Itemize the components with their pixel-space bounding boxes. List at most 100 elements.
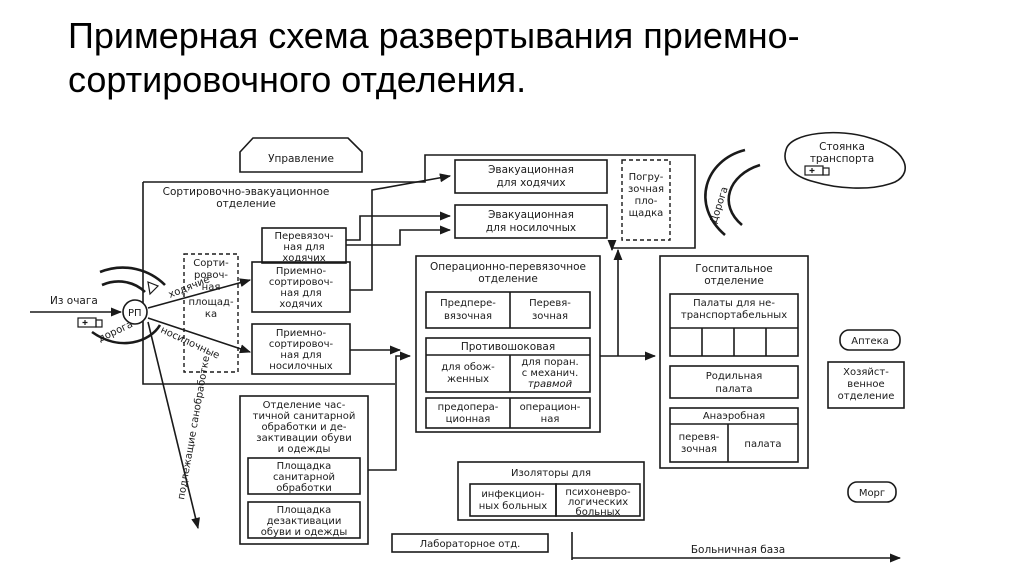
management-label: Управление	[268, 153, 334, 165]
sorting-area-label-3: ная	[202, 282, 221, 293]
reception-walking-label-2: сортировоч-	[269, 277, 334, 288]
loading-label-2: зочная	[628, 184, 664, 195]
san-area-label-3: обработки	[276, 483, 331, 494]
flag-icon	[147, 281, 160, 296]
sorting-area-label-4: площад-	[188, 297, 234, 308]
loading-label-3: пло-	[635, 196, 658, 207]
anaerobic-ward-label: палата	[744, 439, 781, 450]
evac-stretcher-label-2: для носилочных	[486, 222, 576, 234]
laboratory-label: Лабораторное отд.	[420, 539, 521, 550]
loading-label-1: Погру-	[629, 172, 664, 183]
decon-area-label-2: дезактивации	[267, 516, 342, 527]
page-title: Примерная схема развертывания приемно- с…	[68, 14, 968, 102]
san-area-label-1: Площадка	[277, 461, 332, 472]
reception-walking-label-4: ходячих	[279, 299, 322, 310]
sorting-area-label-1: Сорти-	[193, 258, 229, 269]
dressing-walking-room: Перевязоч- ная для ходячих	[261, 227, 347, 264]
morgue-label: Морг	[859, 488, 885, 499]
reception-walking-label-3: ная для	[280, 288, 321, 299]
burns-label-1: для обож-	[441, 362, 495, 373]
psych-label-3: больных	[576, 507, 621, 518]
nontransport-label-2: транспортабельных	[681, 310, 787, 321]
parking-label-1: Стоянка	[819, 141, 865, 153]
pharmacy: Аптека	[839, 329, 901, 351]
morgue: Морг	[847, 481, 897, 503]
sorting-area-label-2: ровоч-	[194, 270, 228, 281]
reception-stretcher-room: Приемно- сортировоч- ная для носилочных	[251, 323, 351, 375]
operating-dept-label-1: Операционно-перевязочное	[430, 261, 586, 273]
reception-walking-room: Приемно- сортировоч- ная для ходячих	[251, 261, 351, 313]
from-source-label: Из очага	[50, 295, 98, 307]
pre-dressing-label-1: Предпере-	[440, 298, 496, 309]
hospital-dept-label-1: Госпитальное	[695, 263, 773, 275]
op-room-label-2: ная	[541, 414, 560, 425]
reception-stretcher-label-3: ная для	[280, 350, 321, 361]
hospital-base-label: Больничная база	[691, 544, 785, 556]
hospital-dept-label-2: отделение	[704, 275, 764, 287]
sanitation-label-5: и одежды	[278, 444, 331, 455]
dressing-label-1: Перевя-	[529, 298, 571, 309]
maternity-label-2: палата	[715, 384, 752, 395]
hospital-department: Госпитальное отделение Палаты для не- тр…	[659, 255, 809, 469]
sanitation-label-2: тичной санитарной	[253, 411, 356, 422]
preop-label-1: предопера-	[438, 402, 499, 413]
isolation-department: Изоляторы для инфекцион- ных больных пси…	[457, 461, 645, 521]
loading-label-4: щадка	[629, 208, 664, 219]
evac-stretcher-room: Эвакуационная для носилочных	[454, 204, 608, 239]
dressing-walking-label-2: ная для	[283, 242, 324, 253]
sorting-evac-label-2: отделение	[216, 198, 276, 210]
trauma-label-2: с механич.	[522, 368, 579, 379]
trauma-label-1: для поран.	[521, 357, 578, 368]
sanitation-arrow	[147, 321, 200, 530]
title-line-1: Примерная схема развертывания приемно-	[68, 15, 800, 56]
sanitation-label-1: Отделение час-	[263, 400, 346, 411]
road-top-arc: Дорога	[704, 148, 761, 236]
anaerobic-label: Анаэробная	[703, 411, 765, 422]
walking-arrow	[147, 278, 252, 309]
anaerobic-dressing-label-1: перевя-	[679, 432, 720, 443]
reception-walking-label-1: Приемно-	[276, 266, 327, 277]
san-area-label-2: санитарной	[273, 472, 335, 483]
ambulance-icon-entrance	[77, 317, 103, 328]
rp-circle	[122, 299, 148, 325]
household-label-1: Хозяйст-	[843, 367, 889, 378]
antishock-label: Противошоковая	[461, 341, 555, 353]
trauma-label-3: травмой	[528, 379, 573, 390]
sorting-area-label-5: ка	[205, 309, 217, 320]
management-block: Управление	[239, 137, 363, 173]
evac-walking-label-2: для ходячих	[496, 177, 565, 189]
hospital-base-route: Больничная база	[571, 532, 902, 563]
infectious-label-2: ных больных	[479, 501, 548, 512]
dressing-walking-label-1: Перевязоч-	[274, 231, 333, 242]
sanitation-department: Отделение час- тичной санитарной обработ…	[239, 351, 412, 545]
title-line-2: сортировочного отделения.	[68, 59, 527, 100]
road-top-label: Дорога	[709, 186, 731, 225]
evac-walking-room: Эвакуационная для ходячих	[454, 159, 608, 194]
preop-label-2: ционная	[446, 414, 491, 425]
operating-dept-label-2: отделение	[478, 273, 538, 285]
operating-dressing-department: Операционно-перевязочное отделение Предп…	[415, 255, 657, 433]
laboratory: Лабораторное отд.	[391, 533, 549, 553]
transport-parking: Стоянка транспорта	[784, 131, 906, 189]
sorting-area: Сорти- ровоч- ная площад- ка	[183, 253, 239, 373]
sorting-evac-label-1: Сортировочно-эвакуационное	[163, 186, 330, 198]
sorting-evacuation-department: Сортировочно-эвакуационное отделение	[142, 154, 696, 385]
flow-arrows-upper	[346, 173, 623, 356]
rp-label: РП	[128, 308, 142, 319]
sanitation-label-3: обработки и де-	[262, 422, 347, 433]
pharmacy-label: Аптека	[851, 336, 889, 347]
loading-area: Погру- зочная пло- щадка	[621, 159, 671, 241]
psych-label-1: психоневро-	[565, 487, 631, 498]
vertical-label: подлежащие санобработке	[176, 355, 212, 500]
reception-stretcher-label-4: носилочных	[269, 361, 333, 372]
reception-stretcher-label-1: Приемно-	[276, 328, 327, 339]
reception-stretcher-label-2: сортировоч-	[269, 339, 334, 350]
psych-label-2: логических	[568, 497, 628, 508]
household-label-3: отделение	[838, 391, 895, 402]
decon-area-label-1: Площадка	[277, 505, 332, 516]
household-label-2: венное	[847, 379, 884, 390]
decon-area-label-3: обуви и одежды	[261, 527, 347, 538]
nontransport-label-1: Палаты для не-	[693, 298, 775, 309]
op-room-label-1: операцион-	[520, 402, 581, 413]
